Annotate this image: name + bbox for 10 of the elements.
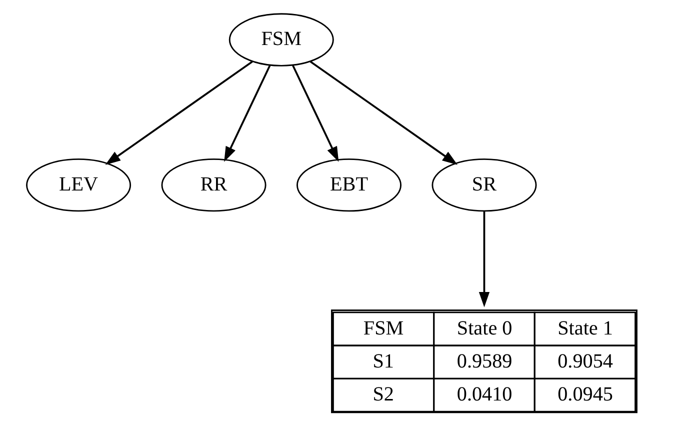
arrow <box>478 210 490 308</box>
node-ellipse: RR <box>161 158 266 212</box>
arrow <box>292 64 339 162</box>
arrow <box>105 60 253 165</box>
arrow <box>310 60 458 165</box>
node-ellipse: SR <box>432 158 537 212</box>
node-ellipse: FSM <box>228 13 334 66</box>
node-ellipse: EBT <box>296 158 402 212</box>
node-ellipse: LEV <box>26 158 132 212</box>
arrow <box>224 64 271 162</box>
